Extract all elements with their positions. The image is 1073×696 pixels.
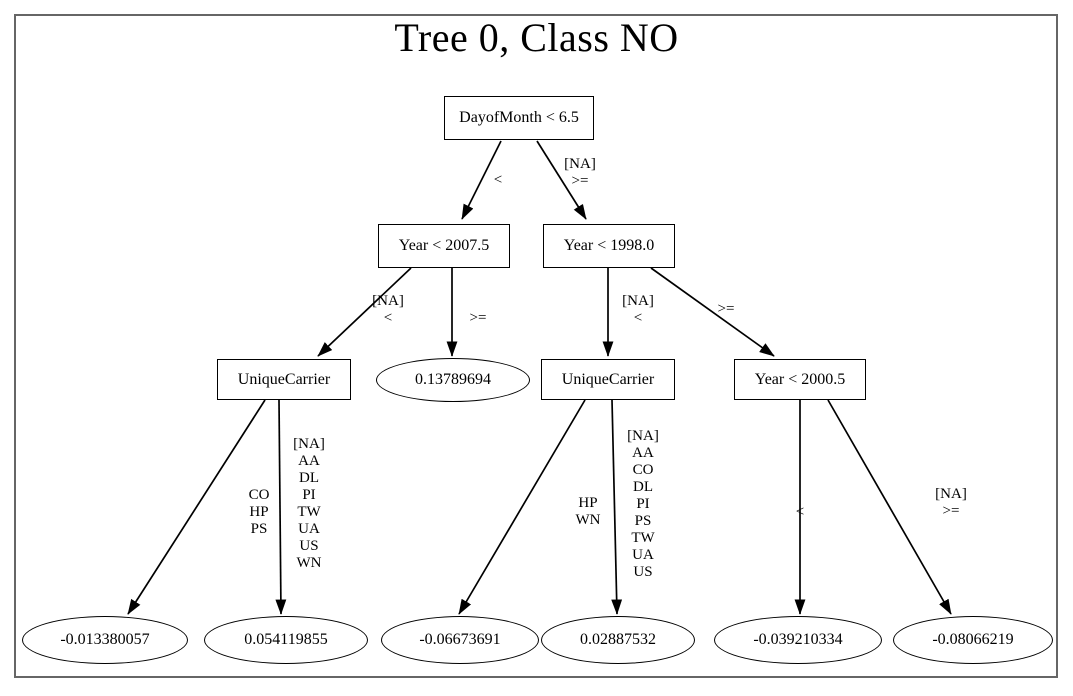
node-leaf-013789694[interactable]: 0.13789694 (376, 358, 530, 402)
edge-label-carrierR-left: HP WN (575, 495, 601, 528)
edge-carrierR-left (458, 399, 586, 615)
edge-label-y1998-right: >= (717, 301, 735, 317)
edge-label-y2007-left: [NA] < (372, 293, 404, 326)
edge-label-carrierR-right: [NA] AA CO DL PI PS TW UA US (627, 428, 659, 580)
node-unique-carrier-right-label: UniqueCarrier (561, 370, 655, 388)
edge-label-carrierL-right: [NA] AA DL PI TW UA US WN (293, 436, 325, 571)
node-leaf-3-label: -0.06673691 (419, 631, 501, 648)
node-year-2007[interactable]: Year < 2007.5 (378, 224, 510, 268)
edge-carrierR-right (611, 399, 623, 615)
node-leaf-2[interactable]: 0.054119855 (204, 616, 368, 664)
node-leaf-4[interactable]: 0.02887532 (541, 616, 695, 664)
node-leaf-6[interactable]: -0.08066219 (893, 616, 1053, 664)
edge-label-y1998-left: [NA] < (622, 293, 654, 326)
edge-label-root-left: < (493, 172, 503, 188)
node-leaf-4-label: 0.02887532 (580, 631, 656, 648)
edge-root-right (536, 140, 587, 220)
edge-y2000-right (827, 399, 952, 615)
edge-label-root-right: [NA] >= (564, 156, 596, 189)
edge-y1998-right (650, 267, 775, 357)
node-year-2000-label: Year < 2000.5 (754, 370, 846, 388)
edge-carrierL-left (127, 399, 266, 615)
node-root-label: DayofMonth < 6.5 (459, 109, 579, 126)
node-leaf-1[interactable]: -0.013380057 (22, 616, 188, 664)
diagram-title: Tree 0, Class NO (394, 15, 679, 60)
node-leaf-2-label: 0.054119855 (244, 631, 328, 648)
edge-label-y2000-left: < (795, 504, 805, 520)
node-unique-carrier-right[interactable]: UniqueCarrier (541, 359, 675, 400)
edge-root-left (461, 140, 502, 220)
node-year-1998[interactable]: Year < 1998.0 (543, 224, 675, 268)
node-unique-carrier-left[interactable]: UniqueCarrier (217, 359, 351, 400)
node-leaf-5[interactable]: -0.039210334 (714, 616, 882, 664)
node-root[interactable]: DayofMonth < 6.5 (444, 96, 594, 140)
edge-carrierL-right (275, 399, 287, 615)
node-leaf-013789694-label: 0.13789694 (415, 371, 491, 388)
edge-label-y2007-right: >= (469, 310, 487, 326)
edge-label-carrierL-left: CO HP PS (248, 487, 270, 537)
node-unique-carrier-left-label: UniqueCarrier (237, 370, 331, 388)
node-year-2000[interactable]: Year < 2000.5 (734, 359, 866, 400)
node-leaf-6-label: -0.08066219 (932, 631, 1014, 648)
node-leaf-1-label: -0.013380057 (60, 631, 150, 648)
node-leaf-3[interactable]: -0.06673691 (381, 616, 539, 664)
node-leaf-5-label: -0.039210334 (753, 631, 843, 648)
node-year-2007-label: Year < 2007.5 (398, 237, 490, 254)
edge-y2007-left (317, 267, 412, 357)
edge-label-y2000-right: [NA] >= (935, 486, 967, 519)
diagram-border (14, 14, 1058, 678)
node-year-1998-label: Year < 1998.0 (563, 237, 655, 254)
